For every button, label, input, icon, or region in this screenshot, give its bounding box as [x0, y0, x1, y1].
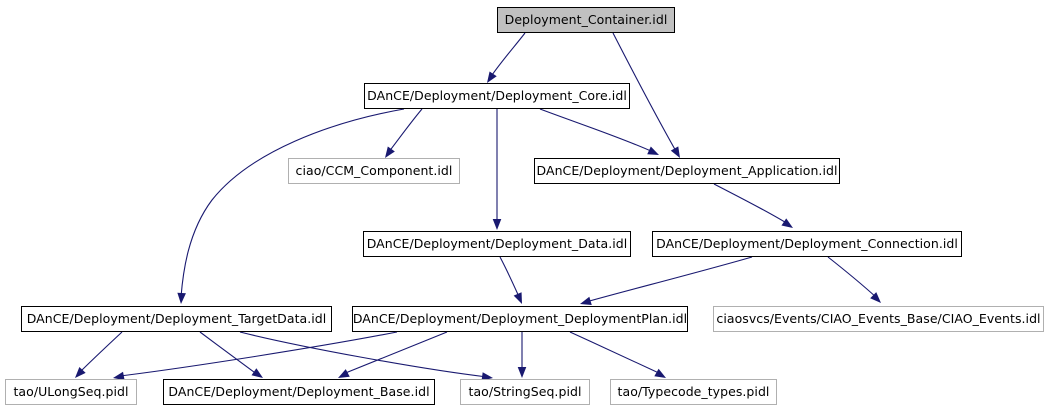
graph-arrowhead-targetdata-stringseq [481, 372, 493, 381]
graph-node-container[interactable]: Deployment_Container.idl [497, 7, 675, 33]
graph-node-data[interactable]: DAnCE/Deployment/Deployment_Data.idl [363, 231, 631, 257]
graph-node-label: DAnCE/Deployment/Deployment_Core.idl [367, 87, 627, 103]
graph-node-ciaoevents[interactable]: ciaosvcs/Events/CIAO_Events_Base/CIAO_Ev… [713, 306, 1044, 332]
graph-edge-deploymentplan-base [342, 331, 448, 375]
graph-node-label: DAnCE/Deployment/Deployment_Data.idl [366, 235, 628, 251]
graph-node-typecode[interactable]: tao/Typecode_types.pidl [610, 379, 777, 405]
graph-edge-connection-deploymentplan [585, 256, 753, 303]
graph-arrowhead-container-core [487, 71, 497, 83]
graph-edge-core-ccm [387, 108, 423, 154]
graph-node-application[interactable]: DAnCE/Deployment/Deployment_Application.… [534, 158, 840, 184]
graph-edge-application-connection [713, 183, 789, 225]
graph-arrowhead-deploymentplan-stringseq [517, 367, 527, 378]
graph-node-label: DAnCE/Deployment/Deployment_DeploymentPl… [352, 310, 688, 326]
graph-node-label: ciao/CCM_Component.idl [295, 162, 453, 178]
graph-edge-core-application [539, 108, 654, 153]
graph-node-label: ciaosvcs/Events/CIAO_Events_Base/CIAO_Ev… [716, 310, 1041, 326]
graph-node-label: DAnCE/Deployment/Deployment_Base.idl [168, 383, 430, 399]
graph-node-ulongseq[interactable]: tao/ULongSeq.pidl [5, 379, 137, 405]
graph-arrowhead-deploymentplan-base [338, 369, 350, 378]
graph-edge-targetdata-base [199, 331, 259, 376]
graph-node-stringseq[interactable]: tao/StringSeq.pidl [460, 379, 590, 405]
graph-node-connection[interactable]: DAnCE/Deployment/Deployment_Connection.i… [652, 231, 962, 257]
graph-edge-deploymentplan-typecode [569, 331, 662, 375]
graph-node-targetdata[interactable]: DAnCE/Deployment/Deployment_TargetData.i… [21, 306, 332, 332]
graph-edge-deploymentplan-ulongseq [119, 331, 398, 377]
graph-arrowhead-core-ccm [385, 146, 395, 158]
graph-node-core[interactable]: DAnCE/Deployment/Deployment_Core.idl [364, 83, 630, 109]
graph-node-label: tao/Typecode_types.pidl [617, 383, 770, 399]
graph-arrowhead-core-application [647, 146, 659, 155]
graph-node-label: Deployment_Container.idl [504, 11, 668, 27]
graph-edge-targetdata-stringseq [239, 331, 488, 378]
graph-arrowhead-container-application [670, 146, 680, 158]
graph-node-label: tao/ULongSeq.pidl [13, 383, 129, 399]
graph-edge-container-core [489, 32, 526, 79]
graph-arrowhead-deploymentplan-typecode [654, 368, 666, 378]
graph-node-label: DAnCE/Deployment/Deployment_Application.… [536, 162, 838, 178]
graph-edge-core-targetdata [180, 108, 405, 298]
graph-edge-container-application [612, 32, 678, 154]
graph-arrowhead-targetdata-base [251, 368, 263, 378]
graph-edge-connection-ciaoevents [827, 256, 878, 299]
graph-edge-targetdata-ulongseq [78, 331, 123, 374]
graph-arrowhead-data-deploymentplan [513, 292, 522, 304]
graph-edge-data-deploymentplan [499, 256, 521, 300]
graph-arrowhead-connection-deploymentplan [580, 296, 592, 305]
graph-arrowhead-connection-ciaoevents [870, 292, 881, 303]
graph-node-label: DAnCE/Deployment/Deployment_TargetData.i… [26, 310, 327, 326]
graph-arrowhead-targetdata-ulongseq [75, 367, 86, 378]
graph-node-label: tao/StringSeq.pidl [468, 383, 582, 399]
graph-arrowhead-core-data [492, 219, 502, 230]
graph-node-deploymentplan[interactable]: DAnCE/Deployment/Deployment_DeploymentPl… [352, 306, 688, 332]
graph-arrowhead-deploymentplan-ulongseq [113, 371, 125, 381]
graph-node-ccm[interactable]: ciao/CCM_Component.idl [288, 158, 460, 184]
graph-node-base[interactable]: DAnCE/Deployment/Deployment_Base.idl [163, 379, 435, 405]
graph-node-label: DAnCE/Deployment/Deployment_Connection.i… [656, 235, 958, 251]
graph-arrowhead-application-connection [781, 218, 793, 228]
graph-arrowhead-core-targetdata [177, 292, 186, 304]
